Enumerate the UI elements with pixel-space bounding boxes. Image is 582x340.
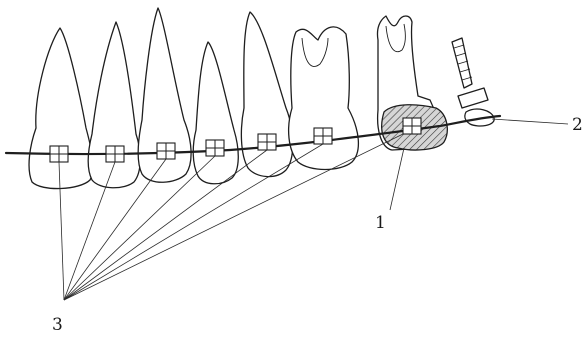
leader-line-screw xyxy=(492,119,568,124)
screw-anchor xyxy=(452,38,494,126)
bracket-1 xyxy=(50,146,68,162)
label-band: 1 xyxy=(375,213,386,233)
label-brackets: 3 xyxy=(52,315,63,335)
tooth-1 xyxy=(29,28,93,189)
tooth-5 xyxy=(241,12,292,177)
bracket-4 xyxy=(206,140,224,156)
tooth-4 xyxy=(193,42,238,184)
leader-line-band xyxy=(390,148,404,210)
bracket-7 xyxy=(403,118,421,134)
bracket-5 xyxy=(258,134,276,150)
bracket-2 xyxy=(106,146,124,162)
bracket-6 xyxy=(314,128,332,144)
tooth-6-premolar xyxy=(289,27,359,170)
label-screw: 2 xyxy=(572,115,582,135)
bracket-3 xyxy=(157,143,175,159)
